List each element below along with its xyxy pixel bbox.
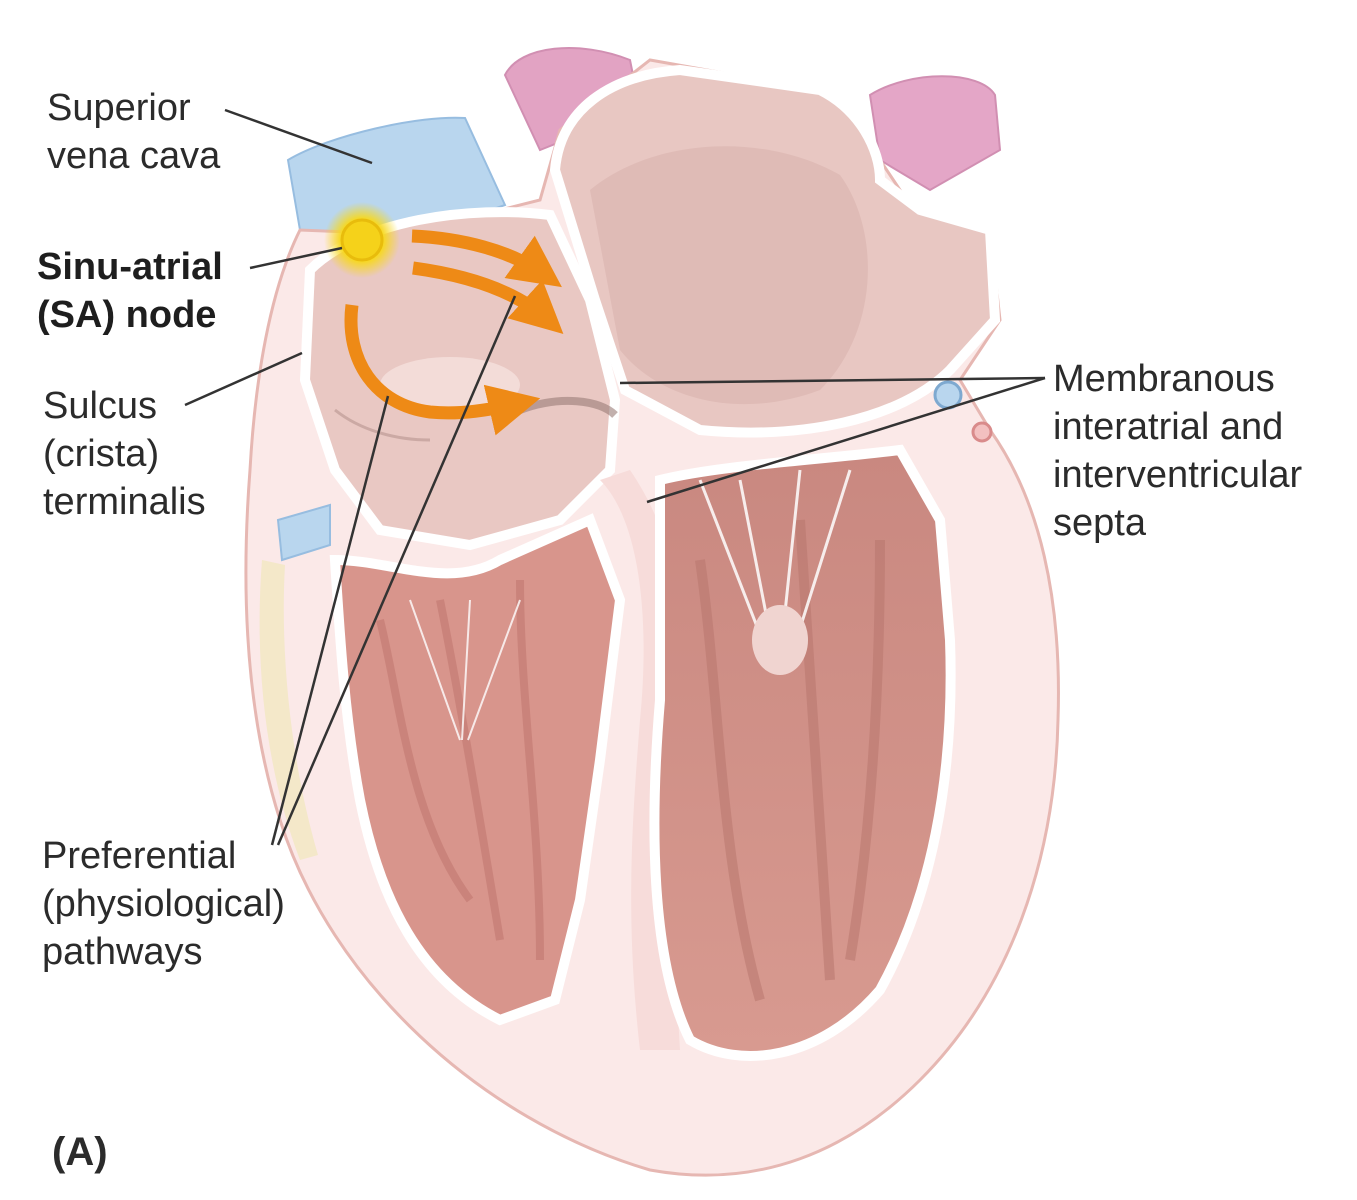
- leader-septa-b: [646, 376, 1046, 504]
- conduction-arrow-upper: [411, 229, 562, 288]
- label-membranous-septa: Membranous interatrial and interventricu…: [1053, 358, 1303, 544]
- leader-sa-node: [249, 246, 343, 270]
- pulmonary-artery-right: [868, 75, 1002, 192]
- leader-lines: [184, 108, 1046, 846]
- pulmonary-artery-left: [503, 47, 642, 152]
- label-sulcus-terminalis: Sulcus (crista) terminalis: [43, 385, 206, 523]
- leader-septa-a: [619, 376, 1046, 385]
- conduction-arrow-lower: [344, 304, 541, 436]
- leader-superior-vena-cava: [224, 108, 373, 165]
- leader-sulcus: [184, 351, 303, 407]
- coronary-vessel-left: [276, 503, 331, 562]
- conduction-arrow-middle: [412, 261, 564, 334]
- panel-letter: (A): [52, 1130, 108, 1174]
- label-preferential-pathways: Preferential (physiological) pathways: [42, 835, 285, 973]
- coronary-vessel-right-b: [971, 421, 993, 443]
- leader-pathways-b: [276, 295, 517, 846]
- leader-pathways-a: [270, 395, 390, 846]
- label-sa-node: Sinu-atrial (SA) node: [37, 246, 223, 336]
- sa-node: [340, 218, 384, 262]
- label-superior-vena-cava: Superior vena cava: [47, 87, 221, 177]
